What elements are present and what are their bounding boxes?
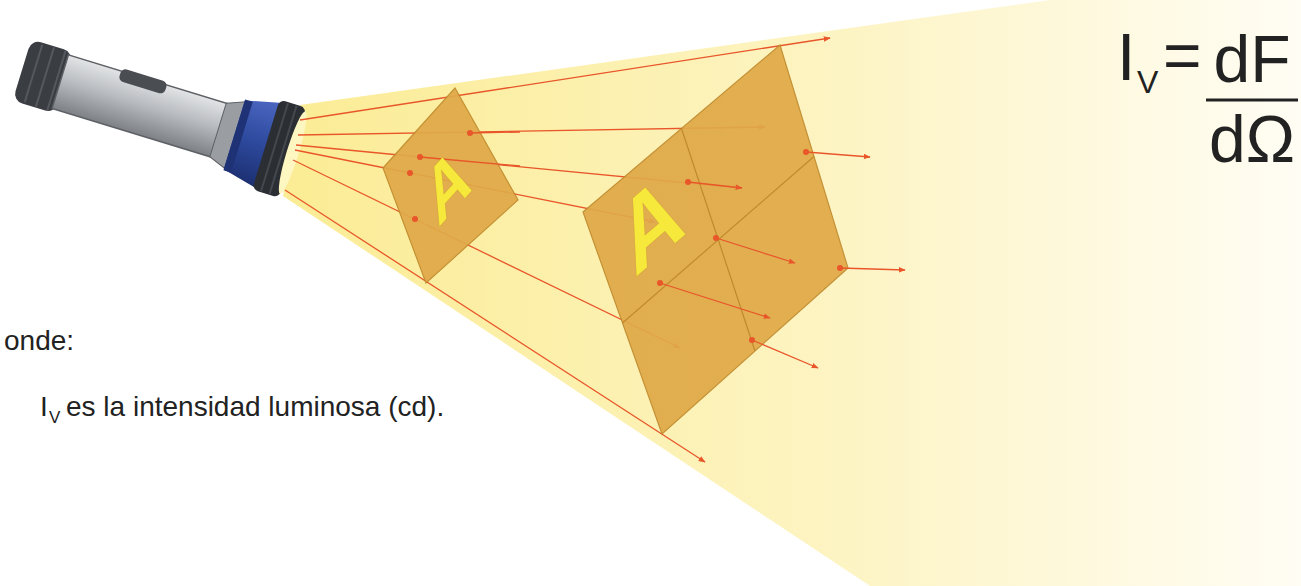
light-rays-through	[420, 132, 905, 368]
formula-symbol: I	[1117, 24, 1135, 90]
legend-description: es la intensidad luminosa (cd).	[66, 393, 444, 421]
formula-numerator: dF	[1213, 26, 1290, 92]
formula-denominator: dΩ	[1209, 106, 1295, 172]
light-beam	[283, 0, 1301, 586]
equals-sign: =	[1163, 22, 1202, 88]
flashlight	[8, 25, 312, 199]
small-area-plane	[383, 88, 518, 283]
fraction-bar	[1206, 99, 1298, 102]
formula-subscript: V	[1137, 66, 1158, 98]
ray-hit-dots	[407, 130, 843, 343]
large-area-plane	[583, 45, 848, 434]
plane-divider	[682, 129, 756, 352]
legend-subscript: V	[49, 409, 60, 426]
legend-symbol: I	[40, 393, 48, 421]
note-heading: onde:	[4, 327, 74, 355]
